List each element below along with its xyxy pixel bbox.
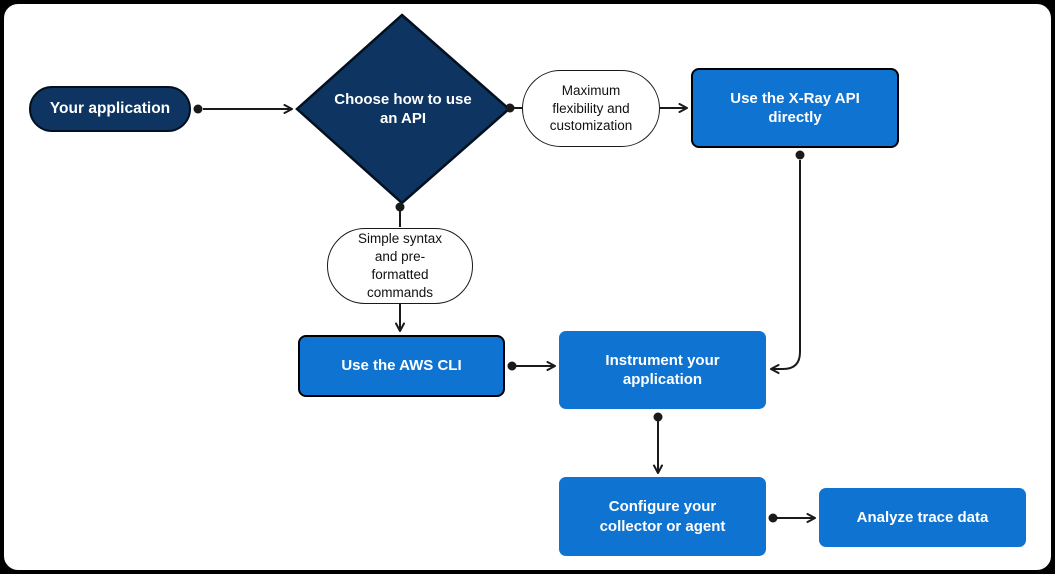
- node-instrument-application[interactable]: Instrument your application: [559, 331, 766, 409]
- connector-dot: [505, 103, 515, 113]
- condition-maximum-flexibility[interactable]: Maximum flexibility and customization: [522, 70, 660, 147]
- node-label: Instrument your application: [605, 351, 720, 389]
- connector-dot: [795, 150, 805, 160]
- condition-label: Simple syntax and pre-formatted commands: [357, 231, 443, 300]
- node-label: Analyze trace data: [856, 508, 989, 526]
- node-label: Use the X-Ray API directly: [730, 89, 860, 127]
- connector-dot: [653, 412, 663, 422]
- connector-dot: [193, 104, 203, 114]
- node-label: Configure your collector or agent: [599, 498, 726, 535]
- node-label: Your application: [49, 99, 171, 117]
- connector-dot: [768, 513, 778, 523]
- node-configure-collector[interactable]: Configure your collector or agent: [559, 477, 766, 556]
- node-use-aws-cli[interactable]: Use the AWS CLI: [298, 335, 505, 397]
- node-use-xray-api[interactable]: Use the X-Ray API directly: [691, 68, 899, 148]
- connector-dot: [507, 361, 517, 371]
- condition-label: Maximum flexibility and customization: [549, 82, 633, 134]
- connector-dot: [395, 202, 405, 212]
- node-analyze-trace-data[interactable]: Analyze trace data: [819, 488, 1026, 547]
- condition-simple-syntax[interactable]: Simple syntax and pre-formatted commands: [327, 228, 473, 304]
- node-your-application[interactable]: Your application: [29, 86, 191, 132]
- decision-choose-api-label[interactable]: Choose how to use an API: [333, 85, 473, 133]
- edge-xray-to-instrument: [770, 160, 801, 374]
- node-label: Choose how to use an API: [334, 90, 472, 128]
- node-label: Use the AWS CLI: [341, 357, 462, 375]
